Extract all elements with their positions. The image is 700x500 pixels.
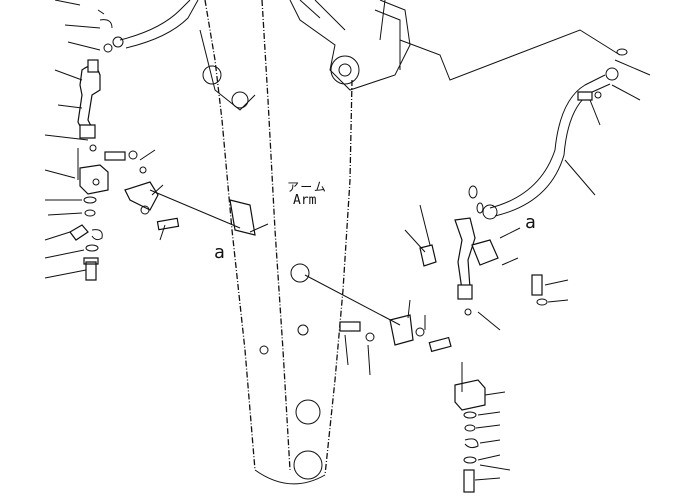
arm-label-english: Arm <box>293 193 317 208</box>
valve-right <box>454 362 486 493</box>
reference-mark-a-right: a <box>525 212 536 233</box>
bracket-right <box>304 274 548 353</box>
pipe-left <box>77 59 101 152</box>
valve-left <box>69 148 109 281</box>
hose-top-left <box>97 0 199 53</box>
pipe-right <box>419 185 521 316</box>
arm-label-japanese: アーム <box>287 180 328 194</box>
arm-body <box>199 0 353 485</box>
hose-right <box>482 48 628 220</box>
boom-head <box>289 0 621 91</box>
callout-leaders <box>44 0 651 481</box>
bracket-left <box>104 150 269 236</box>
reference-mark-a-left: a <box>214 242 225 263</box>
